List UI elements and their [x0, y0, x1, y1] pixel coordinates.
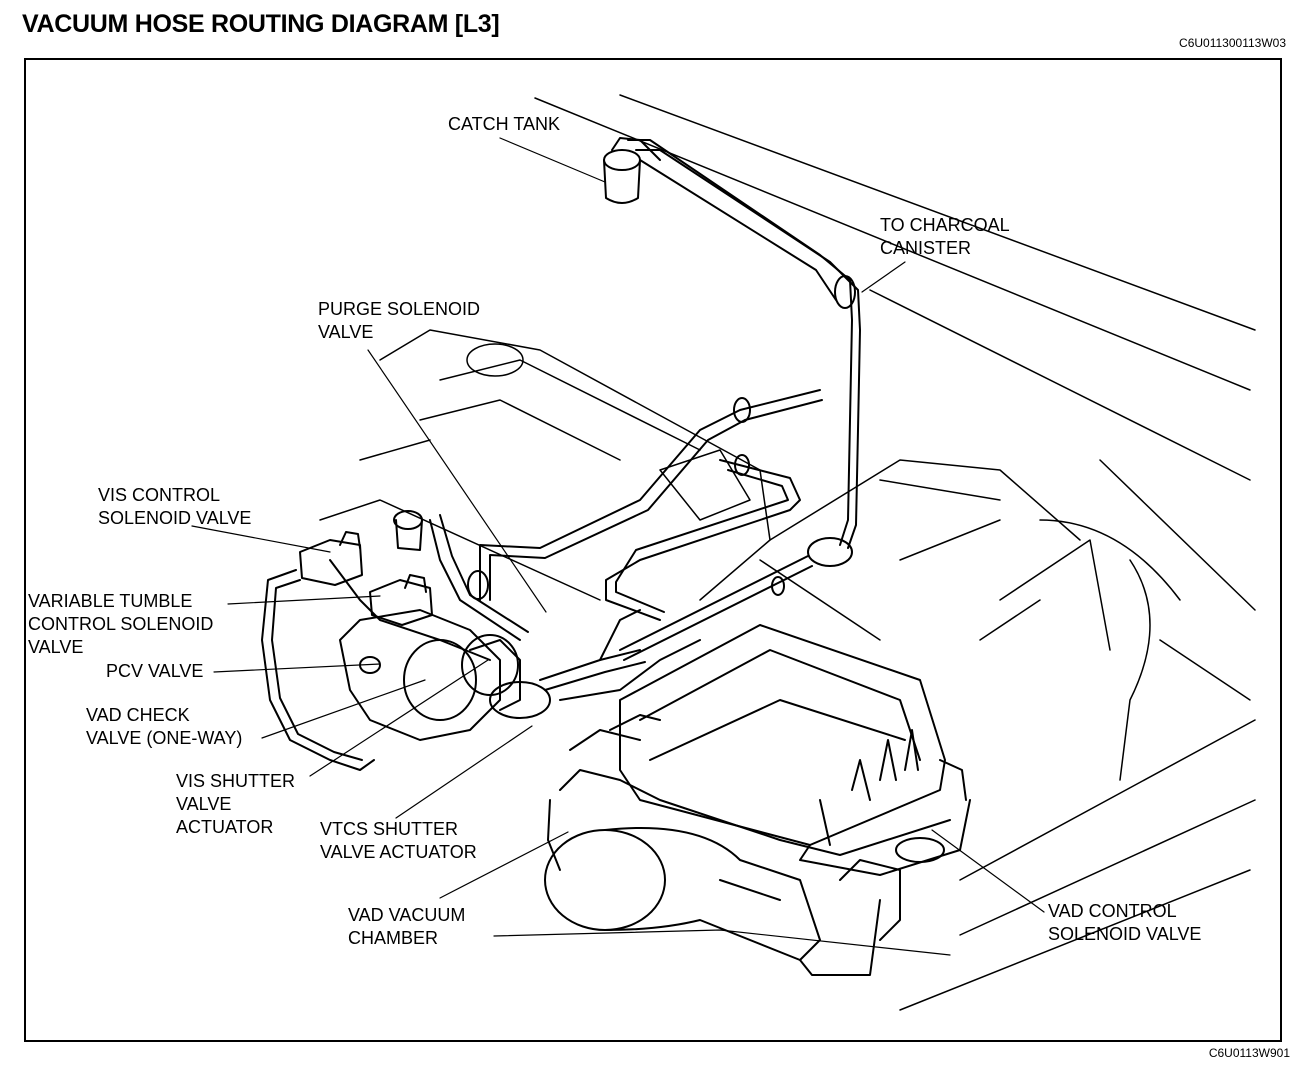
- label-catch-tank: CATCH TANK: [448, 114, 561, 134]
- body-panel-lines: [534, 94, 1256, 1011]
- label-vis-control-solenoid-valve: VIS CONTROL SOLENOID VALVE: [98, 485, 252, 528]
- catch-tank-drawing: [603, 137, 661, 204]
- solenoid-valves: [261, 510, 491, 771]
- document-code-top: C6U011300113W03: [1179, 36, 1286, 50]
- leader-lines: [191, 137, 1045, 956]
- label-variable-tumble-control-solenoid-valve: VARIABLE TUMBLE CONTROL SOLENOID VALVE: [28, 591, 214, 657]
- label-vad-vacuum-chamber: VAD VACUUM CHAMBER: [348, 905, 466, 948]
- vad-vacuum-chamber-drawing: [544, 827, 901, 976]
- label-pcv-valve: PCV VALVE: [106, 661, 204, 681]
- diagram-frame: [24, 58, 1282, 1042]
- document-code-bottom: C6U0113W901: [1208, 1046, 1290, 1060]
- label-vad-check-valve: VAD CHECK VALVE (ONE-WAY): [86, 705, 243, 748]
- label-vad-control-solenoid-valve: VAD CONTROL SOLENOID VALVE: [1048, 901, 1202, 944]
- charcoal-canister-hose: [619, 139, 861, 661]
- label-to-charcoal-canister: TO CHARCOAL CANISTER: [880, 215, 1010, 258]
- page-title: VACUUM HOSE ROUTING DIAGRAM [L3]: [22, 10, 500, 38]
- label-vtcs-shutter-valve-actuator: VTCS SHUTTER VALVE ACTUATOR: [320, 819, 477, 862]
- label-purge-solenoid-valve: PURGE SOLENOID VALVE: [318, 299, 481, 342]
- engine-cover: [319, 329, 1081, 641]
- throttle-body: [339, 609, 701, 741]
- label-vis-shutter-valve-actuator: VIS SHUTTER VALVE ACTUATOR: [176, 771, 296, 837]
- air-cleaner: [547, 624, 971, 876]
- intake-hoses: [429, 389, 823, 641]
